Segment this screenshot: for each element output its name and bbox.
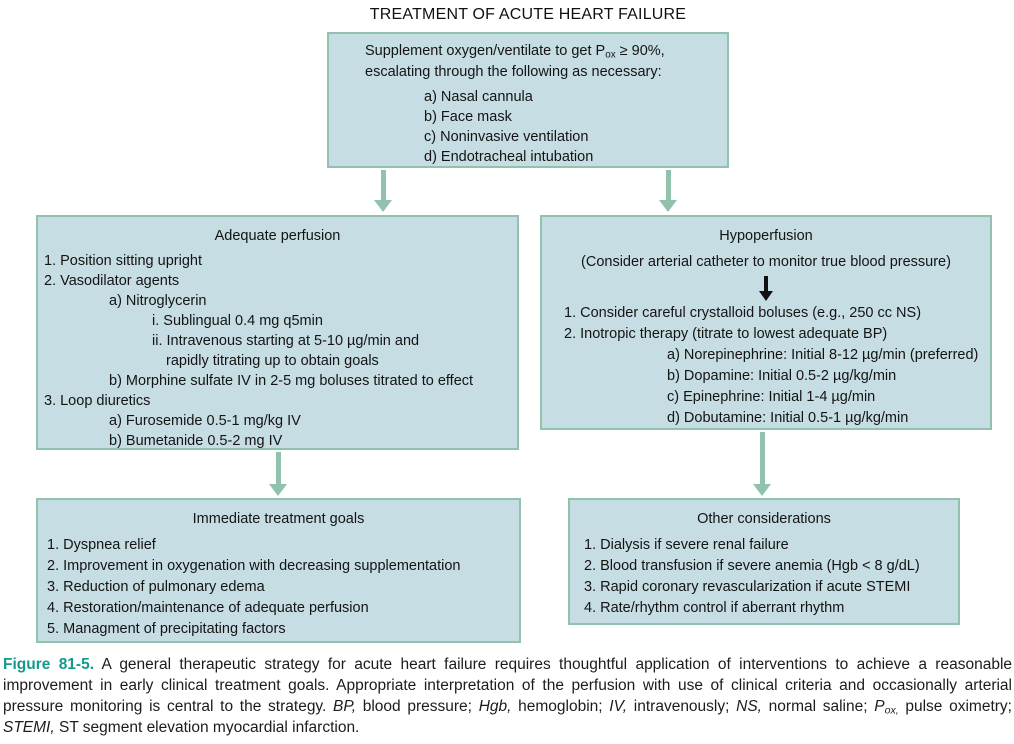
flow-arrow-to-other-considerations-icon bbox=[753, 432, 771, 496]
arrow-stem bbox=[764, 276, 768, 291]
figure-caption-text: A general therapeutic strategy for acute… bbox=[3, 656, 1013, 736]
figure-caption-label: Figure 81-5. bbox=[3, 656, 95, 673]
arrow-stem bbox=[665, 170, 671, 200]
arrow-head bbox=[759, 291, 773, 301]
arrow-head bbox=[659, 200, 677, 212]
list-item: a) Norepinephrine: Initial 8-12 µg/min (… bbox=[667, 347, 979, 363]
list-item: 4. Rate/rhythm control if aberrant rhyth… bbox=[584, 600, 845, 616]
adequate-perfusion-heading: Adequate perfusion bbox=[214, 228, 341, 244]
list-item: 2. Vasodilator agents bbox=[44, 273, 180, 289]
list-item: 5. Managment of precipitating factors bbox=[47, 621, 286, 637]
down-arrow-icon bbox=[759, 276, 773, 301]
immediate-treatment-goals-box: Immediate treatment goals 1. Dyspnea rel… bbox=[36, 498, 521, 643]
list-item: 3. Loop diuretics bbox=[44, 393, 151, 409]
list-item: 2. Blood transfusion if severe anemia (H… bbox=[584, 558, 920, 574]
list-item: 3. Rapid coronary revascularization if a… bbox=[584, 579, 911, 595]
immediate-treatment-goals-heading: Immediate treatment goals bbox=[192, 511, 365, 527]
list-item: c) Noninvasive ventilation bbox=[424, 129, 589, 145]
hypoperfusion-subheading: (Consider arterial catheter to monitor t… bbox=[581, 254, 951, 270]
list-item: c) Epinephrine: Initial 1-4 µg/min bbox=[667, 389, 876, 405]
list-item: b) Bumetanide 0.5-2 mg IV bbox=[109, 433, 283, 449]
immediate-treatment-goals-list: 1. Dyspnea relief 2. Improvement in oxyge… bbox=[38, 535, 519, 640]
figure-caption: Figure 81-5. A general therapeutic strat… bbox=[3, 654, 1012, 738]
list-item: i. Sublingual 0.4 mg q5min bbox=[152, 313, 323, 329]
figure-title: TREATMENT OF ACUTE HEART FAILURE bbox=[369, 6, 687, 23]
list-item: 1. Dialysis if severe renal failure bbox=[584, 537, 789, 553]
list-item: b) Morphine sulfate IV in 2-5 mg boluses… bbox=[109, 373, 474, 389]
list-item: a) Furosemide 0.5-1 mg/kg IV bbox=[109, 413, 301, 429]
flow-arrow-to-hypoperfusion-icon bbox=[659, 170, 677, 212]
flow-arrow-to-treatment-goals-icon bbox=[269, 452, 287, 496]
arrow-head bbox=[269, 484, 287, 496]
list-item: d) Endotracheal intubation bbox=[424, 149, 594, 165]
arrow-stem bbox=[759, 432, 765, 484]
adequate-perfusion-list: 1. Position sitting upright 2. Vasodilato… bbox=[38, 251, 517, 451]
other-considerations-box: Other considerations 1. Dialysis if seve… bbox=[568, 498, 960, 625]
list-item: rapidly titrating up to obtain goals bbox=[166, 353, 379, 369]
list-item: b) Face mask bbox=[424, 109, 512, 125]
list-item: a) Nitroglycerin bbox=[109, 293, 207, 309]
oxygen-escalation-list: a) Nasal cannula b) Face mask c) Noninvasi… bbox=[329, 87, 727, 167]
list-item: 1. Dyspnea relief bbox=[47, 537, 156, 553]
list-item: 1. Position sitting upright bbox=[44, 253, 202, 269]
list-item: d) Dobutamine: Initial 0.5-1 µg/kg/min bbox=[667, 410, 909, 426]
list-item: a) Nasal cannula bbox=[424, 89, 533, 105]
oxygen-intro-line1: Supplement oxygen/ventilate to get Pox ≥… bbox=[365, 43, 665, 61]
arrow-stem bbox=[380, 170, 386, 200]
oxygen-supplementation-box: Supplement oxygen/ventilate to get Pox ≥… bbox=[327, 32, 729, 168]
other-considerations-list: 1. Dialysis if severe renal failure 2. Bl… bbox=[570, 535, 958, 619]
list-item: ii. Intravenous starting at 5-10 µg/min … bbox=[152, 333, 420, 349]
adequate-perfusion-box: Adequate perfusion 1. Position sitting u… bbox=[36, 215, 519, 450]
list-item: b) Dopamine: Initial 0.5-2 µg/kg/min bbox=[667, 368, 897, 384]
list-item: 1. Consider careful crystalloid boluses … bbox=[564, 305, 922, 321]
arrow-head bbox=[374, 200, 392, 212]
oxygen-intro-line2: escalating through the following as nece… bbox=[365, 64, 662, 80]
flow-arrow-to-adequate-perfusion-icon bbox=[374, 170, 392, 212]
other-considerations-heading: Other considerations bbox=[697, 511, 831, 527]
hypoperfusion-box: Hypoperfusion (Consider arterial cathete… bbox=[540, 215, 992, 430]
arrow-stem bbox=[275, 452, 281, 484]
list-item: 3. Reduction of pulmonary edema bbox=[47, 579, 265, 595]
hypoperfusion-list: 1. Consider careful crystalloid boluses … bbox=[542, 303, 990, 429]
arrow-head bbox=[753, 484, 771, 496]
hypoperfusion-heading: Hypoperfusion bbox=[719, 228, 813, 244]
list-item: 4. Restoration/maintenance of adequate p… bbox=[47, 600, 369, 616]
list-item: 2. Improvement in oxygenation with decre… bbox=[47, 558, 461, 574]
list-item: 2. Inotropic therapy (titrate to lowest … bbox=[564, 326, 888, 342]
